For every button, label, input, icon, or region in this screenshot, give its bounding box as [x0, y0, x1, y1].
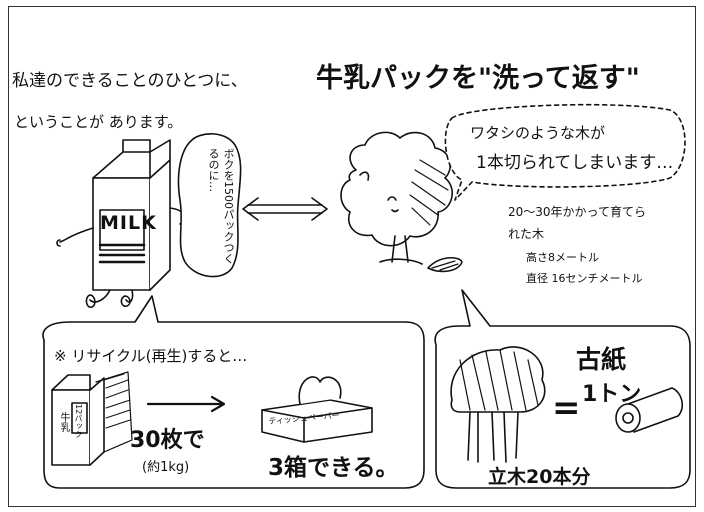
intro-line-2: ということが あります。: [14, 113, 183, 131]
tree-character: [340, 131, 463, 273]
boy-bubble-text: ボクを1500パックつくるのに…: [207, 148, 235, 264]
tissue-box-icon: [261, 376, 373, 443]
double-arrow-icon: [242, 197, 328, 221]
paper-trees: 立木20本分: [488, 466, 591, 488]
mini-carton-label-2: 12パック: [74, 404, 83, 439]
paper-roll-icon: [615, 387, 684, 433]
intro-line-1-emphasis: 牛乳パックを"洗って返す": [316, 63, 640, 94]
tree-bubble-line-2: 1本切られてしまいます…: [476, 153, 674, 173]
recycle-panel-bubble: [42, 295, 425, 489]
recycle-count: 30枚で: [130, 428, 205, 453]
tree-info-diameter: 直径 16センチメートル: [526, 272, 643, 285]
tree-info-line-2: れた木: [508, 227, 545, 241]
tree-info-line-1: 20〜30年かかって育てら: [508, 205, 646, 219]
tree-bubble-line-1: ワタシのような木が: [470, 124, 606, 142]
paper-title: 古紙: [576, 345, 627, 374]
boy-speech-bubble: [177, 133, 242, 278]
tree-stand-icon: [450, 346, 546, 463]
mini-carton-icon: [51, 371, 133, 466]
tree-speech-bubble: [444, 103, 686, 201]
right-arrow-icon: [146, 395, 226, 413]
milk-label: MILK: [100, 212, 157, 234]
intro-line-1-prefix: 私達のできることのひとつに、: [12, 71, 248, 91]
mini-carton-label-1: 牛乳: [58, 412, 69, 432]
tree-info-height: 高さ8メートル: [526, 251, 599, 264]
recycle-heading: ※ リサイクル(再生)すると…: [54, 347, 248, 365]
recycle-result: 3箱できる。: [268, 455, 399, 481]
paper-panel-bubble: [434, 289, 691, 489]
equals-sign: =: [552, 388, 581, 428]
milk-carton-character: [56, 139, 186, 308]
recycle-weight: (約1kg): [142, 460, 190, 475]
paper-ton: 1トン: [582, 382, 642, 407]
